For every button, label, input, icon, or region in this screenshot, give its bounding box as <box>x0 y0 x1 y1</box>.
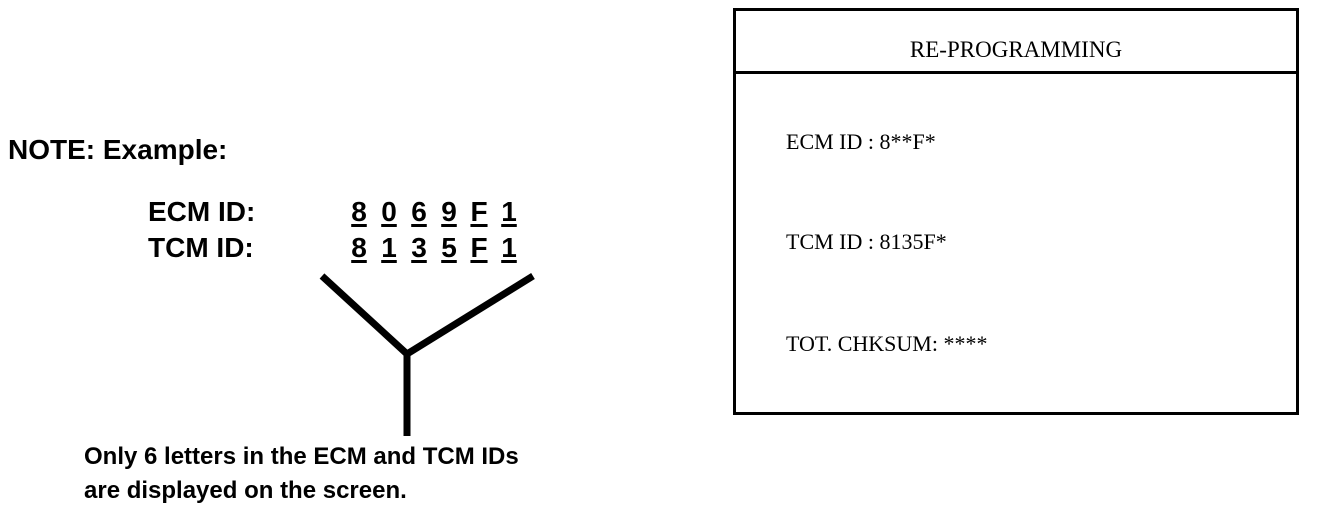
tcm-digit: F <box>470 232 488 263</box>
screen-total-checksum: TOT. CHKSUM: **** <box>786 331 988 356</box>
caption-line-1: Only 6 letters in the ECM and TCM IDs <box>84 443 519 470</box>
ecm-digit: 6 <box>411 196 427 227</box>
tcm-digit: 1 <box>381 232 397 263</box>
left-branch-line <box>319 273 410 357</box>
ecm-id-label: ECM ID: <box>148 196 256 227</box>
screen-tcm-id: TCM ID : 8135F* <box>786 229 947 254</box>
reprogramming-screen: RE-PROGRAMMING ECM ID : 8**F* TCM ID : 8… <box>733 8 1299 415</box>
caption: Only 6 letters in the ECM and TCM IDs ar… <box>84 440 519 508</box>
ecm-digit: 1 <box>501 196 517 227</box>
tcm-id-label: TCM ID: <box>148 232 254 263</box>
screen-title: RE-PROGRAMMING <box>909 37 1123 62</box>
note-heading: NOTE: Example: <box>8 134 228 165</box>
right-branch-line <box>405 273 535 357</box>
screen-title-bar: RE-PROGRAMMING <box>736 11 1296 74</box>
ecm-digit: 8 <box>351 196 367 227</box>
ecm-digit: 0 <box>381 196 397 227</box>
ecm-digit: F <box>470 196 488 227</box>
ecm-digit: 9 <box>441 196 457 227</box>
screen-ecm-id: ECM ID : 8**F* <box>786 129 936 154</box>
tcm-digit: 5 <box>441 232 457 263</box>
caption-line-2: are displayed on the screen. <box>84 477 407 504</box>
tcm-digit: 1 <box>501 232 517 263</box>
tcm-digit: 8 <box>351 232 367 263</box>
tcm-digit: 3 <box>411 232 427 263</box>
